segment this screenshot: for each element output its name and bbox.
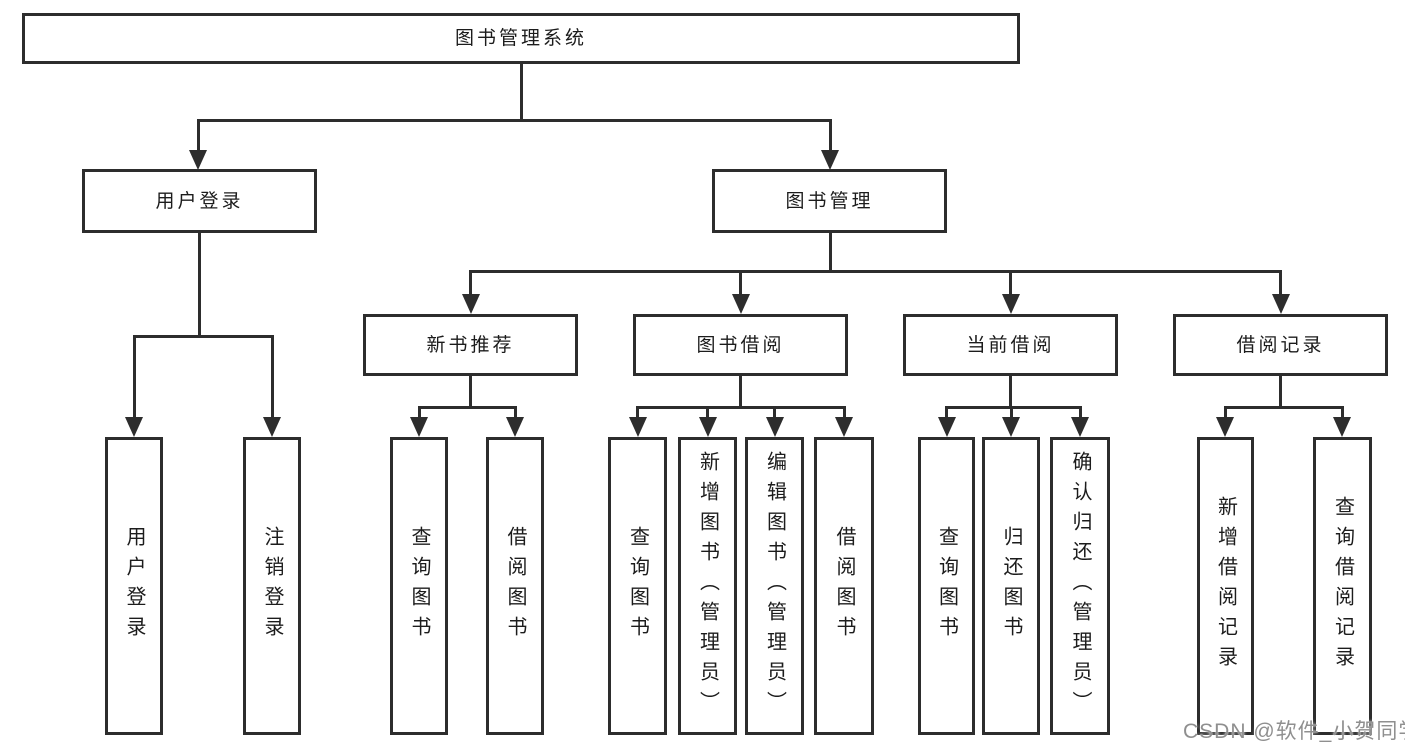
leaf-add-book-admin: 新增图书（管理员） — [678, 437, 737, 735]
edge-to-user-login — [196, 119, 200, 152]
edge-leaf — [773, 406, 776, 419]
arrowhead-borrowing-records — [1271, 294, 1290, 314]
edge-leaf — [842, 406, 846, 419]
edge-leaf — [1223, 406, 1227, 419]
edge-to-borrowing-records — [1279, 270, 1282, 296]
leaf-recommend-borrow-books-label: 借阅图书 — [504, 526, 526, 646]
edge-level3-rail — [469, 270, 1282, 273]
leaf-recommend-borrow-books: 借阅图书 — [486, 437, 544, 735]
edge-borrowing-rail — [636, 406, 845, 409]
leaf-logout: 注销登录 — [243, 437, 301, 735]
node-root-label: 图书管理系统 — [454, 28, 587, 49]
leaf-current-query-books-label: 查询图书 — [935, 526, 958, 646]
node-book-management: 图书管理 — [712, 169, 947, 233]
node-user-login: 用户登录 — [82, 169, 317, 233]
arrowhead-book-borrowing — [731, 294, 750, 314]
arrowhead-leaf — [835, 417, 853, 437]
leaf-query-borrow-record-label: 查询借阅记录 — [1331, 496, 1354, 676]
node-new-book-recommend: 新书推荐 — [363, 314, 578, 376]
leaf-add-borrow-record: 新增借阅记录 — [1197, 437, 1254, 735]
node-book-management-label: 图书管理 — [785, 190, 874, 212]
edge-to-leaf-user-login — [132, 335, 136, 419]
arrowhead-leaf — [1071, 417, 1089, 437]
leaf-current-query-books: 查询图书 — [918, 437, 975, 735]
edge-records-rail — [1223, 406, 1344, 409]
leaf-recommend-query-books-label: 查询图书 — [408, 526, 430, 646]
leaf-recommend-query-books: 查询图书 — [390, 437, 448, 735]
edge-user-login-rail — [132, 335, 274, 338]
edge-leaf — [636, 406, 639, 419]
arrowhead-leaf — [698, 417, 717, 437]
edge-recommend-rail — [417, 406, 517, 409]
edge-user-login-stem — [198, 231, 201, 336]
node-user-login-label: 用户登录 — [155, 190, 244, 212]
arrowhead-leaf-logout — [263, 417, 281, 437]
edge-current-rail — [945, 406, 1082, 409]
edge-leaf — [1340, 406, 1344, 419]
edge-leaf — [513, 406, 517, 419]
edge-book-management-stem — [828, 231, 832, 273]
edge-to-leaf-logout — [270, 335, 274, 419]
edge-to-book-borrowing — [739, 270, 742, 296]
node-current-borrowing-label: 当前借阅 — [966, 334, 1055, 356]
edge-borrowing-stem — [739, 374, 742, 408]
leaf-borrowing-query-books-label: 查询图书 — [626, 526, 649, 646]
edge-leaf — [1009, 406, 1013, 419]
node-book-borrowing-label: 图书借阅 — [696, 334, 785, 356]
leaf-logout-label: 注销登录 — [261, 526, 283, 646]
arrowhead-leaf — [506, 417, 524, 437]
node-borrowing-records: 借阅记录 — [1173, 314, 1388, 376]
arrowhead-leaf — [765, 417, 784, 437]
arrowhead-leaf — [1216, 417, 1234, 437]
arrowhead-leaf — [410, 417, 428, 437]
edge-level2-rail — [196, 119, 832, 122]
arrowhead-leaf — [937, 417, 956, 437]
leaf-confirm-return-admin: 确认归还（管理员） — [1050, 437, 1110, 735]
leaf-add-book-admin-label: 新增图书（管理员） — [696, 451, 719, 721]
leaf-borrowing-borrow-books-label: 借阅图书 — [833, 526, 855, 646]
edge-current-stem — [1009, 374, 1012, 408]
edge-root-stem — [519, 62, 523, 122]
edge-leaf — [945, 406, 948, 419]
leaf-confirm-return-admin-label: 确认归还（管理员） — [1069, 451, 1091, 721]
arrowhead-user-login — [189, 150, 207, 170]
csdn-watermark: CSDN @软件_小贺同学 — [1183, 720, 1405, 743]
edge-to-new-book-recommend — [469, 270, 472, 296]
edge-leaf — [417, 406, 421, 419]
node-book-borrowing: 图书借阅 — [633, 314, 848, 376]
edge-records-stem — [1279, 374, 1282, 408]
leaf-borrowing-query-books: 查询图书 — [608, 437, 667, 735]
node-current-borrowing: 当前借阅 — [903, 314, 1118, 376]
node-new-book-recommend-label: 新书推荐 — [426, 334, 515, 356]
leaf-user-login: 用户登录 — [105, 437, 163, 735]
arrowhead-leaf — [1333, 417, 1351, 437]
leaf-borrowing-borrow-books: 借阅图书 — [814, 437, 874, 735]
leaf-add-borrow-record-label: 新增借阅记录 — [1214, 496, 1237, 676]
edge-leaf — [706, 406, 709, 419]
arrowhead-current-borrowing — [1001, 294, 1020, 314]
leaf-return-books-label: 归还图书 — [1000, 526, 1022, 646]
edge-to-book-management — [828, 119, 832, 152]
edge-recommend-stem — [469, 374, 472, 408]
arrowhead-leaf — [1002, 417, 1020, 437]
arrowhead-book-management — [821, 150, 839, 170]
leaf-edit-book-admin: 编辑图书（管理员） — [745, 437, 804, 735]
edge-leaf — [1078, 406, 1082, 419]
arrowhead-leaf-user-login — [125, 417, 143, 437]
node-root-system: 图书管理系统 — [22, 13, 1020, 64]
leaf-edit-book-admin-label: 编辑图书（管理员） — [763, 451, 786, 721]
edge-to-current-borrowing — [1009, 270, 1012, 296]
node-borrowing-records-label: 借阅记录 — [1236, 334, 1325, 356]
arrowhead-new-book-recommend — [461, 294, 480, 314]
leaf-user-login-label: 用户登录 — [123, 526, 145, 646]
arrowhead-leaf — [628, 417, 647, 437]
leaf-return-books: 归还图书 — [982, 437, 1040, 735]
leaf-query-borrow-record: 查询借阅记录 — [1313, 437, 1372, 735]
